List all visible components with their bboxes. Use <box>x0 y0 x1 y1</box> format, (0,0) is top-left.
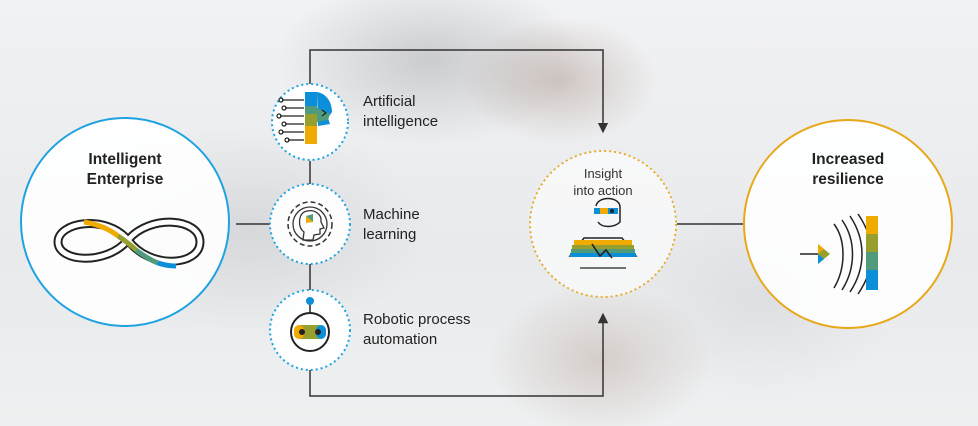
rpa-label-line1: Robotic process <box>363 311 471 328</box>
enterprise-title-line1: Intelligent <box>88 151 162 168</box>
ai-label: Artificial intelligence <box>363 92 438 132</box>
rpa-node <box>269 289 351 371</box>
shield-waves-icon <box>800 213 878 295</box>
connector-bottom-loop <box>309 312 609 397</box>
ai-label-line1: Artificial <box>363 93 416 110</box>
ml-label-line1: Machine <box>363 206 420 223</box>
person-insight-icon <box>568 197 638 269</box>
ml-node <box>269 183 351 265</box>
insight-label-line2: into action <box>573 183 633 198</box>
connectors <box>236 49 745 397</box>
resilience-title-line2: resilience <box>812 171 884 188</box>
insight-node <box>529 150 677 298</box>
insight-label-line1: Insight <box>583 166 623 181</box>
ml-label-line2: learning <box>363 226 417 243</box>
resilience-node <box>743 119 953 329</box>
connector-top-loop <box>309 49 609 134</box>
insight-label: Insight into action <box>553 165 653 199</box>
enterprise-title-line2: Enterprise <box>86 171 164 188</box>
enterprise-title: Intelligent Enterprise <box>60 150 190 190</box>
gear-head-icon <box>287 201 333 247</box>
rpa-label: Robotic process automation <box>363 310 471 350</box>
ai-label-line2: intelligence <box>363 113 439 130</box>
ai-node <box>271 83 349 161</box>
infinity-icon <box>53 217 205 269</box>
rpa-label-line2: automation <box>363 331 438 348</box>
robot-icon <box>290 297 330 352</box>
ai-head-icon <box>276 92 332 144</box>
enterprise-node <box>20 117 230 327</box>
resilience-title-line1: Increased <box>811 151 885 168</box>
resilience-title: Increased resilience <box>783 150 913 190</box>
ml-label: Machine learning <box>363 205 420 245</box>
